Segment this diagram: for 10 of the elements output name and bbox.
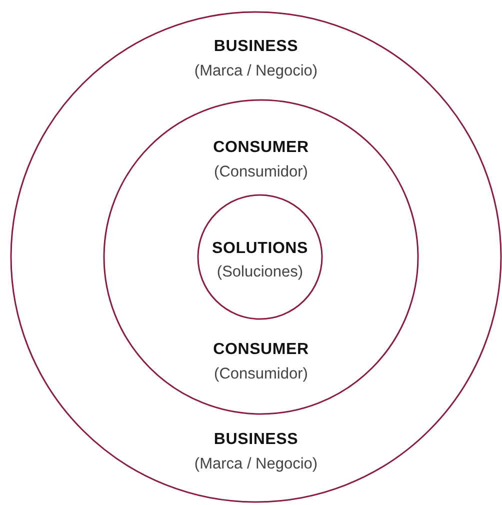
ring-heading: BUSINESS — [214, 431, 298, 449]
ring-heading: CONSUMER — [213, 139, 309, 157]
ring-heading: BUSINESS — [214, 38, 298, 56]
ring-heading: SOLUTIONS — [212, 240, 308, 258]
ring-subtitle: (Marca / Negocio) — [194, 62, 318, 80]
ring-subtitle: (Soluciones) — [216, 263, 304, 281]
ring-heading: CONSUMER — [213, 341, 309, 359]
ring-subtitle: (Consumidor) — [214, 163, 308, 181]
ring-subtitle: (Consumidor) — [214, 365, 308, 383]
ring-subtitle: (Marca / Negocio) — [194, 455, 318, 473]
